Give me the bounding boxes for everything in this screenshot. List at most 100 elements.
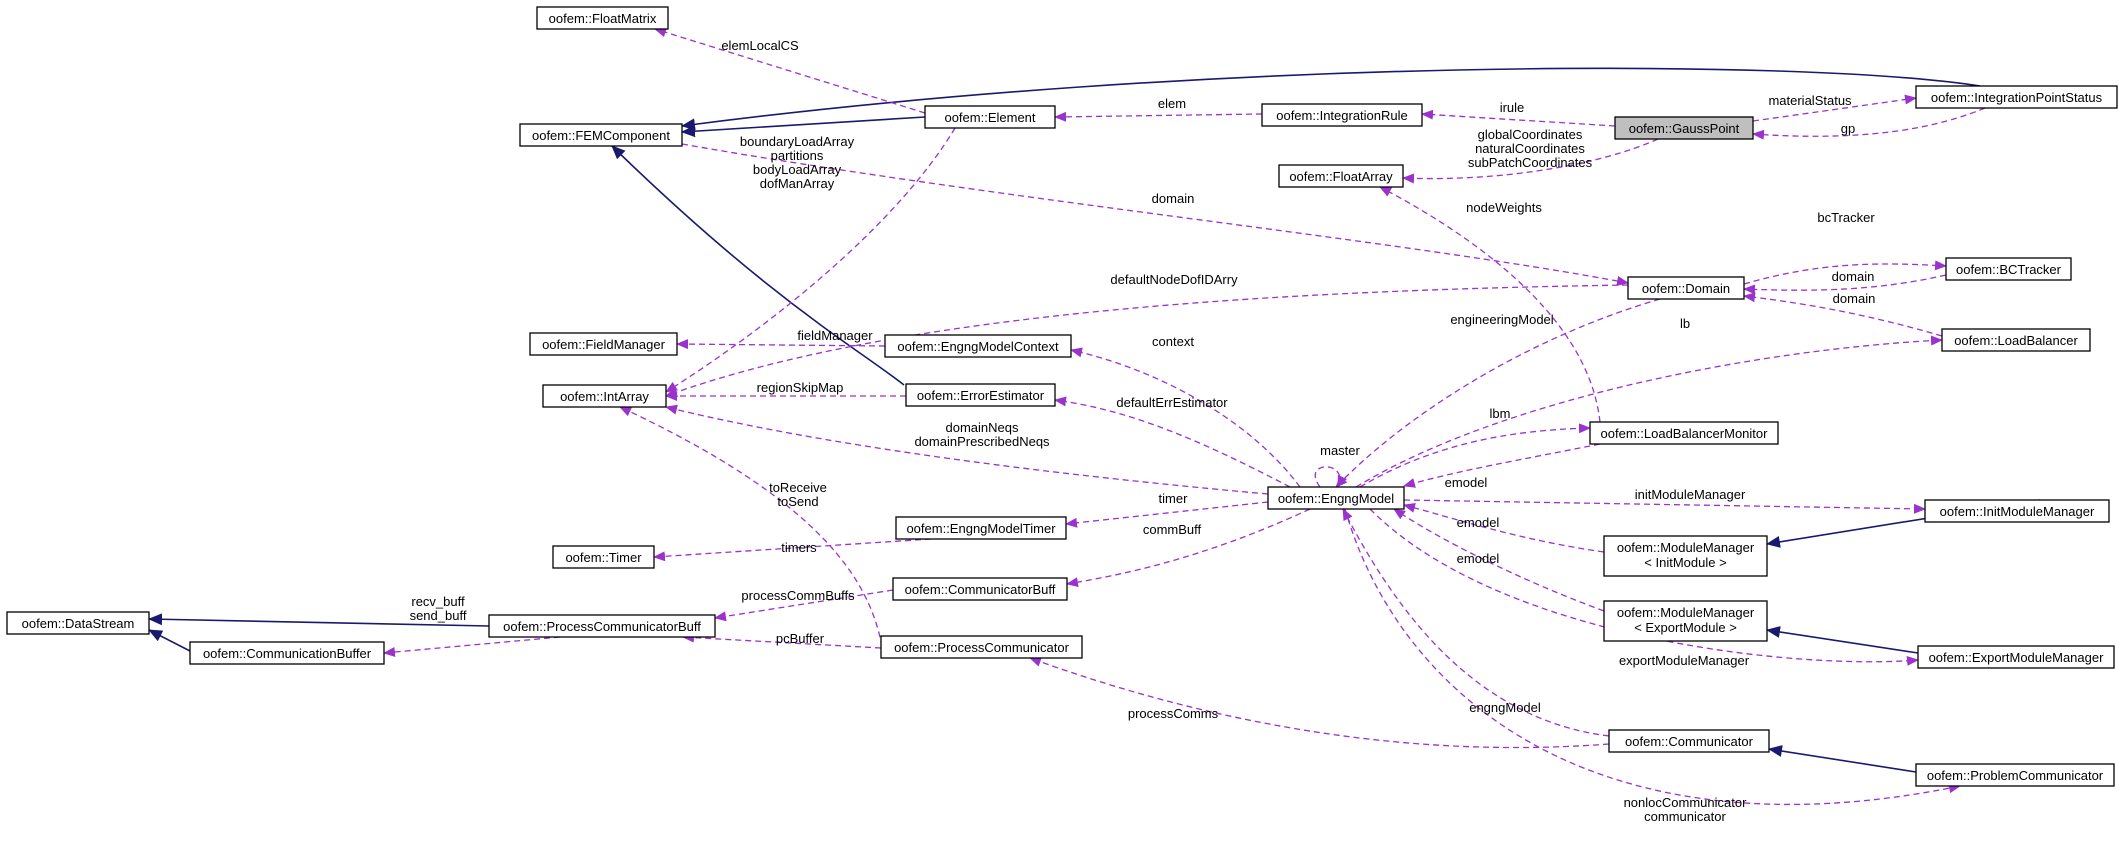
- class-node-errorestimator[interactable]: oofem::ErrorEstimator: [905, 383, 1056, 407]
- association-edge-17: [1743, 260, 1947, 285]
- edge-label-gp: gp: [1841, 121, 1855, 136]
- association-edge-36: [1066, 508, 1311, 588]
- association-edge-26: [1054, 396, 1291, 488]
- association-edge-33: [1065, 501, 1269, 528]
- edge-label-irule: irule: [1500, 100, 1525, 115]
- edge-label-timer: timer: [1159, 491, 1189, 506]
- class-node-box: [892, 577, 1068, 601]
- edge-label-domain_fem: domain: [1152, 191, 1195, 206]
- class-node-domain[interactable]: oofem::Domain: [1627, 276, 1745, 300]
- class-node-engngmodelcontext[interactable]: oofem::EngngModelContext: [884, 334, 1072, 358]
- class-node-initmodulemanager[interactable]: oofem::InitModuleManager: [1924, 499, 2110, 523]
- edge-label-regionSkipMap: regionSkipMap: [757, 380, 844, 395]
- class-node-box: [895, 516, 1067, 540]
- class-node-label: oofem::ProcessCommunicatorBuff: [503, 619, 701, 634]
- association-edge-13: [1402, 138, 1659, 184]
- class-node-label: oofem::LoadBalancerMonitor: [1601, 426, 1769, 441]
- class-node-label: oofem::Element: [944, 110, 1035, 125]
- edge-label-elemLocalCS: elemLocalCS: [721, 38, 799, 53]
- class-node-floatmatrix[interactable]: oofem::FloatMatrix: [536, 6, 669, 30]
- class-node-problemcommunicator[interactable]: oofem::ProblemCommunicator: [1915, 763, 2115, 787]
- inheritance-edge-0: [681, 116, 926, 138]
- class-node-box: [924, 105, 1056, 129]
- class-node-gausspoint[interactable]: oofem::GaussPoint: [1614, 116, 1754, 140]
- edge-label-emodel_init: emodel: [1457, 515, 1500, 530]
- class-node-box: [536, 6, 669, 30]
- class-node-integrationrule[interactable]: oofem::IntegrationRule: [1261, 103, 1423, 127]
- class-node-label: oofem::FieldManager: [542, 337, 666, 352]
- class-node-communicator[interactable]: oofem::Communicator: [1608, 729, 1770, 753]
- class-node-processcommunicatorbuff[interactable]: oofem::ProcessCommunicatorBuff: [488, 614, 716, 638]
- class-node-integrationpointstatus[interactable]: oofem::IntegrationPointStatus: [1915, 85, 2118, 109]
- association-edge-12: [1752, 107, 1986, 140]
- class-node-label: oofem::InitModuleManager: [1940, 504, 2095, 519]
- class-node-modulemanager_export[interactable]: oofem::ModuleManager< ExportModule >: [1603, 600, 1768, 642]
- edge-label-context: context: [1152, 334, 1194, 349]
- class-node-communicatorbuff[interactable]: oofem::CommunicatorBuff: [892, 577, 1068, 601]
- class-node-label: oofem::ProcessCommunicator: [894, 640, 1070, 655]
- inheritance-edge-6: [1766, 626, 1919, 654]
- class-node-box: [1608, 729, 1770, 753]
- association-edge-23: [676, 339, 886, 350]
- association-edge-39: [383, 636, 561, 657]
- association-edge-38: [714, 589, 894, 622]
- edge-label-defaultNodeDofIDArry: defaultNodeDofIDArry: [1110, 272, 1238, 287]
- association-edge-27: [665, 404, 1269, 495]
- class-node-box: [189, 641, 385, 665]
- class-node-timer[interactable]: oofem::Timer: [552, 545, 655, 569]
- class-node-intarray[interactable]: oofem::IntArray: [542, 384, 667, 408]
- class-node-bctracker[interactable]: oofem::BCTracker: [1945, 257, 2072, 281]
- edge-label-master: master: [1320, 443, 1360, 458]
- association-edge-30: [1403, 443, 1601, 488]
- edge-label-exportModuleManager: exportModuleManager: [1619, 653, 1750, 668]
- class-node-label: oofem::FloatArray: [1289, 169, 1393, 184]
- class-node-box: [6, 611, 150, 635]
- class-node-femcomponent[interactable]: oofem::FEMComponent: [519, 123, 683, 147]
- class-node-label: oofem::LoadBalancer: [1954, 333, 2078, 348]
- class-node-loadbalancermonitor[interactable]: oofem::LoadBalancerMonitor: [1589, 421, 1779, 445]
- class-node-modulemanager_init[interactable]: oofem::ModuleManager< InitModule >: [1603, 535, 1768, 577]
- class-node-label: oofem::Communicator: [1625, 734, 1754, 749]
- class-node-element[interactable]: oofem::Element: [924, 105, 1056, 129]
- edge-label-pcBuffer: pcBuffer: [776, 631, 825, 646]
- nodes-layer: oofem::FloatMatrixoofem::FEMComponentoof…: [6, 6, 2118, 787]
- association-edge-42: [1342, 508, 1610, 737]
- class-node-label: oofem::EngngModelTimer: [906, 521, 1056, 536]
- class-node-label: oofem::CommunicatorBuff: [905, 582, 1056, 597]
- class-node-box: [1945, 257, 2072, 281]
- class-node-engngmodeltimer[interactable]: oofem::EngngModelTimer: [895, 516, 1067, 540]
- association-edge-43: [1029, 657, 1610, 749]
- association-edge-14: [665, 127, 956, 393]
- class-node-box: [519, 123, 683, 147]
- edge-label-timers: timers: [781, 540, 817, 555]
- inheritance-edge-7: [1768, 745, 1917, 773]
- association-edge-35: [653, 538, 932, 562]
- edge-label-lb: lb: [1680, 316, 1690, 331]
- class-node-box: [552, 545, 655, 569]
- class-node-fieldmanager[interactable]: oofem::FieldManager: [529, 332, 678, 356]
- class-node-datastream[interactable]: oofem::DataStream: [6, 611, 150, 635]
- class-node-box: [1589, 421, 1779, 445]
- class-node-box: [1603, 535, 1768, 577]
- class-node-communicationbuffer[interactable]: oofem::CommunicationBuffer: [189, 641, 385, 665]
- class-node-engngmodel[interactable]: oofem::EngngModel: [1267, 486, 1405, 510]
- association-edge-16: [1379, 186, 1601, 423]
- class-node-floatarray[interactable]: oofem::FloatArray: [1278, 164, 1404, 188]
- edge-label-elem: elem: [1158, 96, 1186, 111]
- class-node-exportmodulemanager[interactable]: oofem::ExportModuleManager: [1917, 645, 2115, 669]
- class-node-box: [1627, 276, 1745, 300]
- edge-label-defaultErrEstimator: defaultErrEstimator: [1116, 395, 1228, 410]
- class-node-box: [1261, 103, 1423, 127]
- class-node-processcommunicator[interactable]: oofem::ProcessCommunicator: [880, 635, 1083, 659]
- class-node-loadbalancer[interactable]: oofem::LoadBalancer: [1941, 328, 2091, 352]
- class-node-label: oofem::IntArray: [560, 389, 649, 404]
- edge-label-materialStatus: materialStatus: [1768, 93, 1852, 108]
- association-edge-8: [654, 27, 926, 114]
- class-node-label: oofem::ModuleManager< ExportModule >: [1617, 605, 1755, 635]
- class-node-box: [1941, 328, 2091, 352]
- class-node-box: [1915, 85, 2118, 109]
